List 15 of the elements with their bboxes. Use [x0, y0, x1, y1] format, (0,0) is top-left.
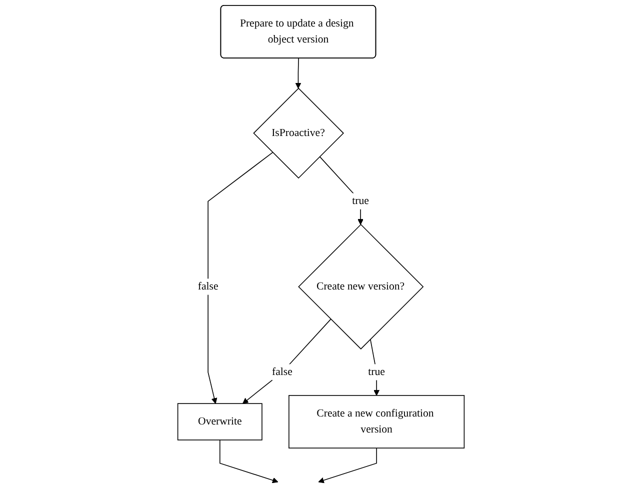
arrow — [370, 338, 380, 396]
node-box: Create a new configuration version — [288, 395, 465, 448]
edge-label: true — [368, 366, 385, 378]
node-box: Overwrite — [177, 403, 262, 440]
node-diamond: IsProactive? — [253, 88, 344, 179]
arrow — [219, 440, 278, 484]
arrow — [318, 448, 377, 484]
node-diamond: Create new version? — [298, 224, 424, 350]
edge-label: false — [198, 280, 218, 292]
arrow — [242, 318, 332, 404]
edge-label: false — [272, 366, 292, 378]
arrow — [295, 58, 302, 89]
edge-label: true — [352, 195, 369, 207]
arrow — [319, 156, 364, 225]
arrow — [208, 152, 274, 404]
